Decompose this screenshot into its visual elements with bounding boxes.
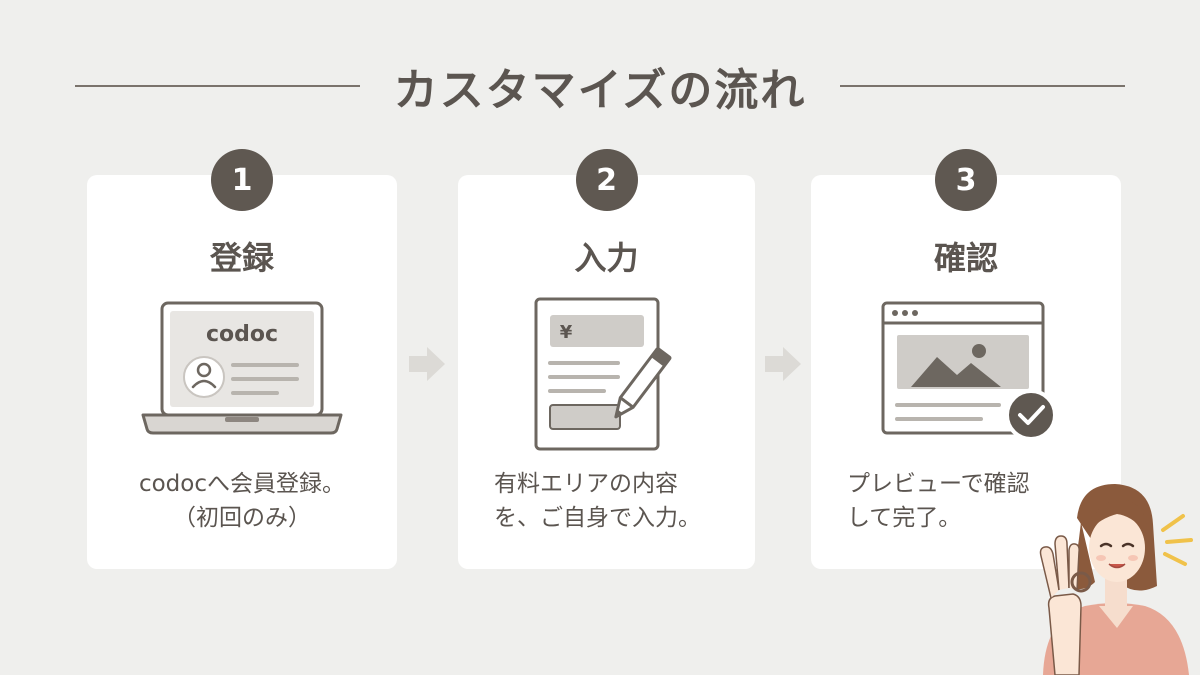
step-card-confirm: 3 確認 プレビューで確認 して完了。 [811,149,1121,569]
step-description: プレビューで確認 して完了。 [811,467,1121,535]
page-title: カスタマイズの流れ [393,65,807,116]
laptop-icon: codoc [141,301,343,435]
check-icon [1005,389,1057,441]
step-description-line: （初回のみ） [173,505,311,531]
image-icon [897,335,1029,389]
arrow-right-icon [409,347,445,381]
title-divider-left [75,85,360,87]
step-description-line: codocへ会員登録。 [138,471,346,497]
step-title: 入力 [574,239,639,277]
step-description-line: して完了。 [847,505,962,531]
step-title: 登録 [209,239,274,277]
step-title: 確認 [933,239,998,277]
step-number-badge: 1 [211,149,273,211]
title-row: カスタマイズの流れ [75,55,1125,117]
step-card-input: 2 入力 ¥ 有料エリアの内容 を、ご自身で入力。 [458,149,755,569]
browser-icon [881,301,1057,441]
step-number-badge: 3 [935,149,997,211]
step-number-badge: 2 [575,149,638,211]
ok-hand-icon [1039,535,1092,675]
sparkle-icon [1161,514,1193,566]
title-divider-right [840,85,1125,87]
step-description-line: を、ご自身で入力。 [494,505,701,531]
step-description-line: 有料エリアの内容 [494,471,678,497]
user-icon [183,356,225,398]
yen-label: ¥ [560,322,573,343]
arrow-right-icon [765,347,801,381]
person-illustration [1039,484,1193,675]
form-icon: ¥ [534,297,672,451]
step-description: 有料エリアの内容 を、ご自身で入力。 [458,467,755,535]
step-card-register: 1 登録 codoc codocへ会員登録。 （初回のみ） [87,149,397,569]
laptop-screen-label: codoc [206,322,278,347]
pencil-icon [614,347,672,419]
step-description-line: プレビューで確認 [847,471,1030,497]
step-description: codocへ会員登録。 （初回のみ） [87,467,397,535]
